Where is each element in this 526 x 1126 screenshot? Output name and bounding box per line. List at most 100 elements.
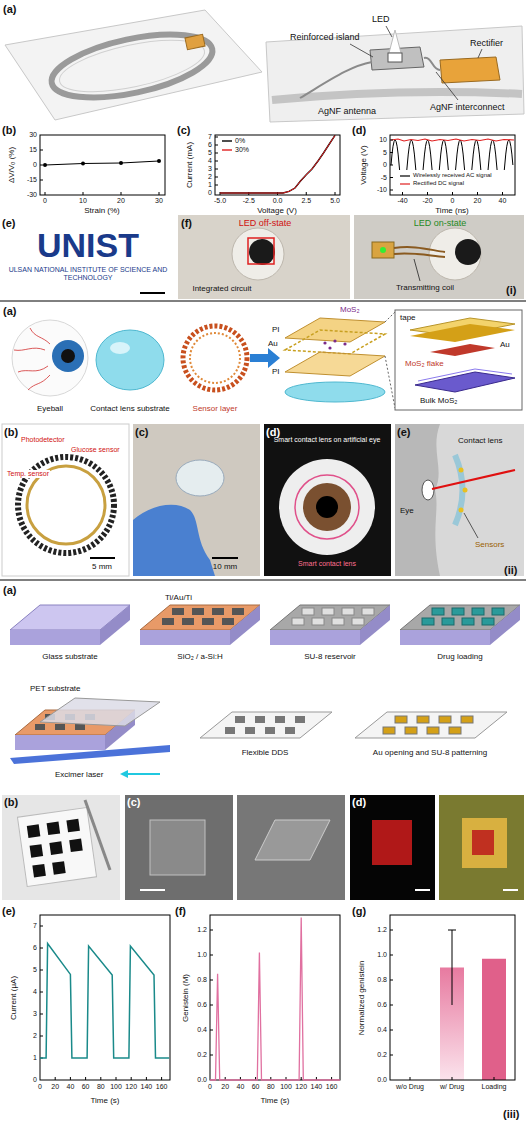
annotation: Integrated circuit — [192, 284, 251, 293]
tick-label: 1.0 — [197, 951, 207, 959]
tick-label: Loading — [482, 1083, 507, 1091]
legend-text: 0% — [235, 137, 245, 145]
tick-label: 10 — [379, 136, 387, 144]
axis-title: Voltage (V) — [359, 145, 368, 185]
tick-label: 140 — [141, 1083, 153, 1091]
tick-label: 0 — [43, 197, 47, 205]
panel-label: (b) — [4, 796, 18, 809]
panel-label: (d) — [352, 796, 366, 809]
tick-label: -10 — [377, 186, 387, 194]
panel-label: (i) — [506, 284, 516, 297]
annotation: 10 mm — [213, 562, 237, 571]
tick-label: 1 — [208, 181, 212, 189]
panel-label: (g) — [352, 905, 366, 918]
annotation: Contact lens substrate — [90, 404, 170, 413]
annotation: Bulk MoS₂ — [420, 396, 457, 405]
tick-label: 1.0 — [377, 951, 387, 959]
annotation: Ti/Au/Ti — [165, 593, 192, 602]
tick-label: 0 — [451, 197, 455, 205]
tick-label: -5.0 — [214, 197, 226, 205]
tick-label: 1.2 — [377, 926, 387, 934]
tick-label: 2 — [33, 1032, 37, 1040]
tick-label: 80 — [97, 1083, 105, 1091]
tick-label: 120 — [125, 1083, 137, 1091]
tick-label: 0 — [208, 189, 212, 197]
tick-label: 0 — [33, 1076, 37, 1084]
axis-title: ΔV/V₀ (%) — [7, 147, 16, 183]
annotation: 5 mm — [92, 562, 112, 571]
tick-label: 7 — [208, 133, 212, 141]
tick-label: 0 — [38, 1083, 42, 1091]
tick-label: -5 — [381, 173, 387, 181]
tick-label: 10 — [79, 197, 87, 205]
annotation: Sensor layer — [193, 404, 238, 413]
tick-label: 120 — [295, 1083, 307, 1091]
tick-label: 6 — [208, 141, 212, 149]
tick-label: 0.6 — [377, 1001, 387, 1009]
tick-label: 6 — [33, 944, 37, 952]
tick-label: 100 — [280, 1083, 292, 1091]
annotation: AgNF antenna — [318, 106, 376, 116]
tick-label: 0 — [383, 161, 387, 169]
panel-label: (a) — [3, 305, 16, 318]
panel-label: (c) — [127, 796, 140, 809]
logo-text: ULSAN NATIONAL INSTITUTE OF SCIENCE AND … — [8, 266, 168, 282]
annotation: Transmitting coil — [396, 283, 454, 292]
axis-title: Current (μA) — [9, 976, 18, 1020]
tick-label: 0.6 — [197, 1001, 207, 1009]
panel-label: (b) — [4, 426, 18, 439]
tick-label: 0.0 — [377, 1076, 387, 1084]
tick-label: 20 — [474, 197, 482, 205]
annotation: Excimer laser — [55, 770, 103, 779]
tick-label: 60 — [82, 1083, 90, 1091]
tick-label: 4 — [208, 157, 212, 165]
tick-label: 0.4 — [377, 1026, 387, 1034]
tick-label: 100 — [110, 1083, 122, 1091]
tick-label: 0.0 — [197, 1076, 207, 1084]
axis-title: Normalized genistein — [357, 961, 366, 1036]
legend-text: Rectified DC signal — [412, 180, 465, 187]
legend-text: Wirelessly received AC signal — [412, 172, 493, 179]
annotation: SU-8 reservoir — [304, 652, 356, 661]
tick-label: 0.2 — [197, 1051, 207, 1059]
tick-label: 5 — [208, 149, 212, 157]
tick-label: 0 — [33, 161, 37, 169]
tick-label: 40 — [499, 197, 507, 205]
tick-label: 20 — [117, 197, 125, 205]
tick-label: 40 — [236, 1083, 244, 1091]
panel-label: (e) — [397, 426, 410, 439]
axis-title: Genistein (M) — [181, 974, 190, 1022]
tick-label: 20 — [51, 1083, 59, 1091]
annotation: Rectifier — [470, 38, 503, 48]
annotation: MoS₂ — [340, 305, 360, 314]
panel-label: (f) — [175, 905, 186, 918]
panel-label: (c) — [177, 124, 190, 137]
tick-label: 20 — [221, 1083, 229, 1091]
annotation: PET substrate — [30, 684, 81, 693]
annotation: SiO₂ / a-Si:H — [177, 652, 222, 661]
tick-label: 3 — [33, 1010, 37, 1018]
tick-label: 15 — [29, 146, 37, 154]
annotation: MoS₂ flake — [405, 359, 444, 368]
panel-label: (e) — [2, 217, 15, 230]
tick-label: -40 — [397, 197, 407, 205]
annotation: Eye — [400, 506, 414, 515]
panel-label: (ii) — [504, 564, 517, 577]
annotation: Au opening and SU-8 patterning — [373, 748, 487, 757]
annotation: Photodetector — [20, 436, 66, 444]
panel-label: (b) — [2, 124, 16, 137]
logo-text: UNIST — [37, 226, 139, 265]
panel-label: (f) — [181, 217, 192, 230]
axis-title: Time (s) — [260, 1096, 289, 1105]
annotation: PI — [272, 325, 280, 334]
annotation: Smart contact lens on artificial eye — [267, 436, 387, 444]
panel-label: (iii) — [503, 1108, 520, 1121]
axis-title: Current (mA) — [185, 142, 194, 188]
annotation: PI — [272, 367, 280, 376]
axis-title: Time (ns) — [435, 206, 468, 215]
tick-label: 7 — [33, 922, 37, 930]
axis-title: Voltage (V) — [257, 206, 297, 215]
tick-label: 80 — [267, 1083, 275, 1091]
annotation: LED on-state — [414, 218, 467, 228]
